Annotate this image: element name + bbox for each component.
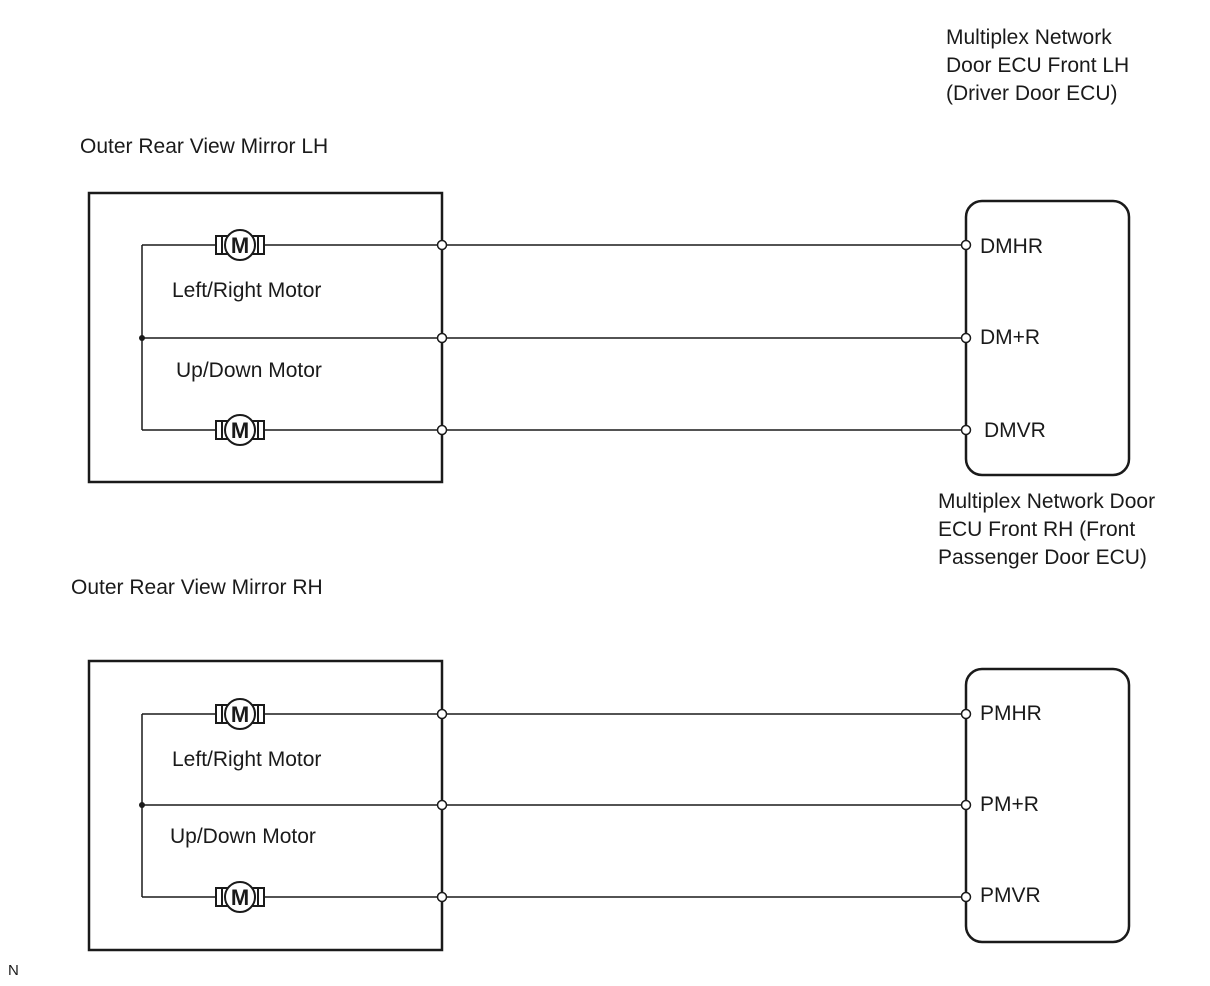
ecu-rh-title-line-1: Multiplex Network Door — [938, 490, 1156, 513]
terminal-lh-mirror-1 — [436, 239, 448, 251]
ecu-lh-title-line-3: (Driver Door ECU) — [946, 82, 1118, 105]
motor-symbol: M — [231, 233, 249, 258]
motor-icon: M — [215, 414, 265, 446]
mirror-lh-lr-motor-label: Left/Right Motor — [172, 279, 322, 302]
terminal-dm-plus-r — [960, 332, 972, 344]
motor-icon: M — [215, 229, 265, 261]
pin-pmhr: PMHR — [980, 702, 1042, 725]
ecu-lh-title-line-1: Multiplex Network — [946, 26, 1112, 49]
junction-rh — [139, 802, 145, 808]
mirror-rh-title: Outer Rear View Mirror RH — [71, 576, 323, 599]
mirror-rh-lr-motor-label: Left/Right Motor — [172, 748, 322, 771]
terminal-dmvr — [960, 424, 972, 436]
mirror-rh-ud-motor-label: Up/Down Motor — [170, 825, 316, 848]
terminal-lh-mirror-3 — [436, 424, 448, 436]
corner-mark: N — [8, 962, 19, 979]
terminal-rh-mirror-1 — [436, 708, 448, 720]
pin-dmvr: DMVR — [984, 419, 1046, 442]
mirror-lh-title: Outer Rear View Mirror LH — [80, 135, 329, 158]
motor-symbol: M — [231, 885, 249, 910]
motor-symbol: M — [231, 418, 249, 443]
mirror-lh-ud-motor-label: Up/Down Motor — [176, 359, 322, 382]
junction-lh — [139, 335, 145, 341]
terminal-rh-mirror-2 — [436, 799, 448, 811]
terminal-pmhr — [960, 708, 972, 720]
ecu-rh-title-line-2: ECU Front RH (Front — [938, 518, 1136, 541]
pin-dm-plus-r: DM+R — [980, 326, 1041, 349]
terminal-dmhr — [960, 239, 972, 251]
motor-symbol: M — [231, 702, 249, 727]
pin-pm-plus-r: PM+R — [980, 793, 1039, 816]
motor-icon: M — [215, 698, 265, 730]
pin-dmhr: DMHR — [980, 235, 1043, 258]
motor-icon: M — [215, 881, 265, 913]
terminal-pm-plus-r — [960, 799, 972, 811]
ecu-rh-title-line-3: Passenger Door ECU) — [938, 546, 1147, 569]
terminal-lh-mirror-2 — [436, 332, 448, 344]
terminal-rh-mirror-3 — [436, 891, 448, 903]
pin-pmvr: PMVR — [980, 884, 1041, 907]
ecu-lh-title-line-2: Door ECU Front LH — [946, 54, 1130, 77]
terminal-pmvr — [960, 891, 972, 903]
